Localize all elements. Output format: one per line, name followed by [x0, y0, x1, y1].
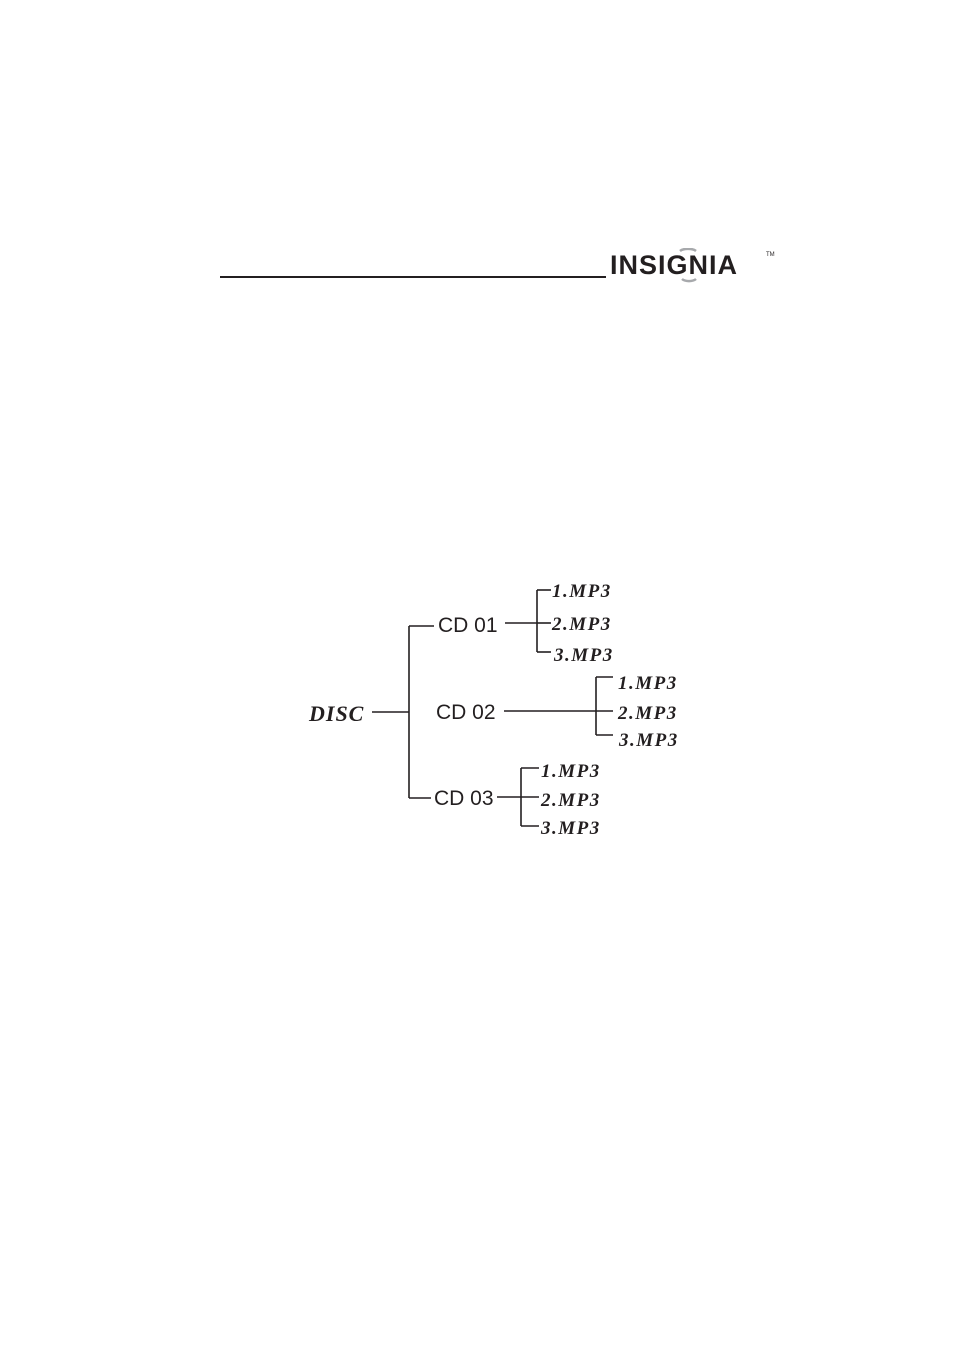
cd03-file-1: 1.MP3 [541, 761, 601, 782]
cd01-file-3: 3.MP3 [553, 645, 614, 666]
cd02-file-2: 2.MP3 [617, 703, 678, 724]
cd03-file-2: 2.MP3 [540, 790, 601, 811]
root-label: DISC [308, 701, 364, 726]
cd03-file-3: 3.MP3 [540, 818, 601, 839]
folder-label-cd01: CD 01 [438, 614, 498, 637]
folder-label-cd02: CD 02 [436, 701, 496, 724]
cd02-file-3: 3.MP3 [618, 730, 679, 751]
cd01-file-1: 1.MP3 [552, 581, 612, 602]
cd02-file-1: 1.MP3 [618, 673, 678, 694]
folder-label-cd03: CD 03 [434, 787, 494, 810]
cd01-file-2: 2.MP3 [551, 614, 612, 635]
